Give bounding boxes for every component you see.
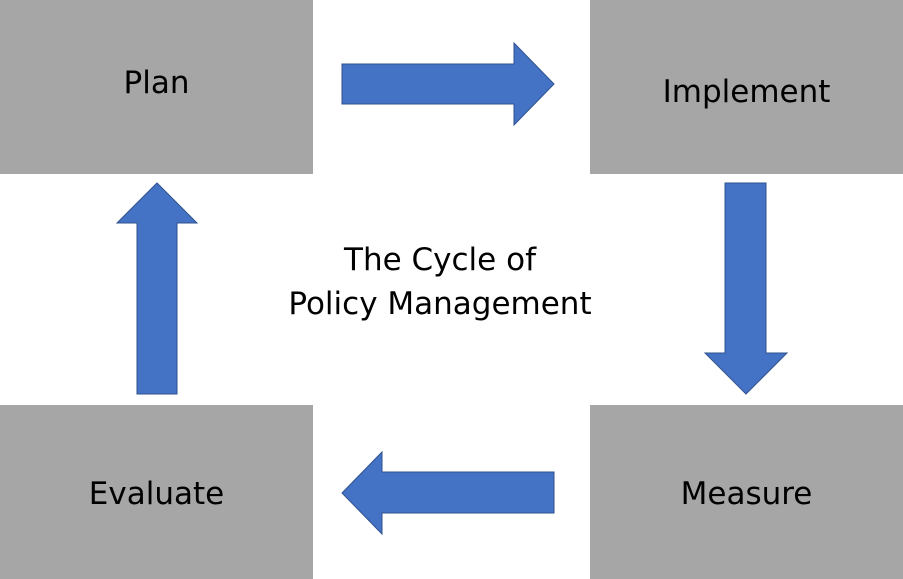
arrow-implement-to-measure (703, 182, 789, 395)
step-box-measure: Measure (590, 405, 903, 579)
step-label-plan: Plan (123, 65, 190, 101)
step-box-plan: Plan (0, 0, 313, 174)
diagram-title: The Cycle of Policy Management (240, 238, 640, 326)
arrow-plan-to-implement (341, 41, 555, 127)
arrow-measure-to-evaluate (341, 450, 555, 536)
step-box-implement: Implement (590, 0, 903, 174)
diagram-title-line2: Policy Management (288, 286, 592, 322)
diagram-title-line1: The Cycle of (344, 242, 536, 278)
step-label-evaluate: Evaluate (88, 476, 225, 512)
step-label-measure: Measure (680, 476, 813, 512)
arrow-evaluate-to-plan (115, 182, 199, 395)
step-box-evaluate: Evaluate (0, 405, 313, 579)
step-label-implement: Implement (662, 74, 831, 110)
